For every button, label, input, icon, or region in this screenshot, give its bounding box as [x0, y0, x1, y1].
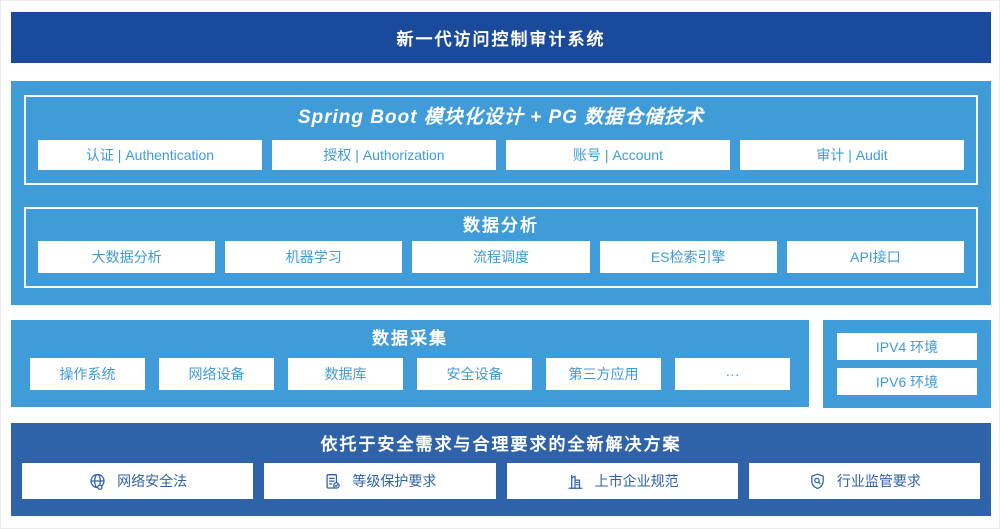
- source-security-device: 安全设备: [417, 358, 532, 390]
- data-collection-panel: 数据采集 操作系统 网络设备 数据库 安全设备 第三方应用 ···: [11, 320, 809, 407]
- module-process-scheduling: 流程调度: [412, 241, 590, 273]
- env-ipv6: IPV6 环境: [837, 368, 977, 395]
- source-database: 数据库: [288, 358, 403, 390]
- solution-panel: 依托于安全需求与合理要求的全新解决方案 网络安全法: [11, 423, 991, 516]
- module-machine-learning: 机器学习: [225, 241, 403, 273]
- network-env-panel: IPV4 环境 IPV6 环境: [823, 320, 991, 408]
- solution-item-row: 网络安全法 等级保护要求: [11, 463, 991, 499]
- module-audit: 审计 | Audit: [740, 140, 964, 170]
- solution-item-listed-company: 上市企业规范: [506, 463, 738, 499]
- spring-boot-layer-title: Spring Boot 模块化设计 + PG 数据仓储技术: [297, 107, 705, 128]
- solution-item-industry-regulation: 行业监管要求: [748, 463, 980, 499]
- architecture-panel: Spring Boot 模块化设计 + PG 数据仓储技术 认证 | Authe…: [11, 81, 991, 305]
- source-third-party-app: 第三方应用: [546, 358, 661, 390]
- module-authorization: 授权 | Authorization: [272, 140, 496, 170]
- title-banner: 新一代访问控制审计系统: [11, 12, 991, 63]
- solution-item-cybersecurity-law: 网络安全法: [22, 463, 254, 499]
- data-collection-title: 数据采集: [372, 329, 448, 348]
- solution-item-label: 上市企业规范: [594, 473, 679, 489]
- spring-boot-module-row: 认证 | Authentication 授权 | Authorization 账…: [26, 140, 976, 170]
- env-ipv4: IPV4 环境: [837, 333, 977, 360]
- data-collection-source-row: 操作系统 网络设备 数据库 安全设备 第三方应用 ···: [11, 358, 809, 390]
- solution-item-classified-protection: 等级保护要求: [264, 463, 496, 499]
- source-network-device: 网络设备: [159, 358, 274, 390]
- module-account: 账号 | Account: [506, 140, 730, 170]
- solution-item-label: 等级保护要求: [352, 473, 437, 489]
- data-analysis-module-row: 大数据分析 机器学习 流程调度 ES检索引擎 API接口: [26, 241, 976, 273]
- module-api-interface: API接口: [786, 241, 965, 273]
- solution-item-label: 行业监管要求: [836, 473, 921, 489]
- shield-magnifier-icon: [808, 472, 827, 491]
- solution-title: 依托于安全需求与合理要求的全新解决方案: [320, 435, 682, 454]
- source-operating-system: 操作系统: [30, 358, 145, 390]
- solution-item-label: 网络安全法: [117, 473, 188, 489]
- module-big-data-analysis: 大数据分析: [38, 241, 216, 273]
- globe-icon: [88, 472, 107, 491]
- building-icon: [566, 472, 585, 491]
- source-more-ellipsis: ···: [675, 358, 790, 390]
- data-analysis-layer-title: 数据分析: [463, 216, 539, 235]
- document-check-icon: [323, 472, 342, 491]
- module-es-search-engine: ES检索引擎: [599, 241, 777, 273]
- page-title: 新一代访问控制审计系统: [396, 30, 606, 49]
- module-authentication: 认证 | Authentication: [38, 140, 262, 170]
- spring-boot-layer: Spring Boot 模块化设计 + PG 数据仓储技术 认证 | Authe…: [24, 95, 978, 185]
- data-analysis-layer: 数据分析 大数据分析 机器学习 流程调度 ES检索引擎 API接口: [24, 207, 978, 288]
